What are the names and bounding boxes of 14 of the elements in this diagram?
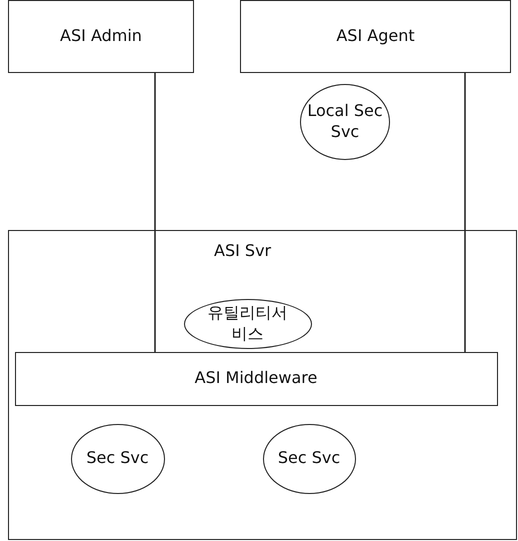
- node-label: ASI Agent: [336, 26, 415, 47]
- node-label: Local Sec Svc: [306, 101, 384, 143]
- component-box: [240, 0, 511, 73]
- server-frame: [8, 230, 517, 540]
- frame-title: ASI Svr: [214, 241, 272, 262]
- component-box: [8, 0, 194, 73]
- connector-line: [154, 73, 156, 352]
- node-label: ASI Admin: [60, 26, 142, 47]
- node-label: Sec Svc: [278, 448, 340, 469]
- component-box: [14, 352, 498, 406]
- node-label: ASI Middleware: [194, 368, 318, 389]
- node-label: Sec Svc: [86, 448, 149, 469]
- node-label: 유틸리티서비스: [208, 302, 288, 344]
- connector-line: [464, 73, 466, 352]
